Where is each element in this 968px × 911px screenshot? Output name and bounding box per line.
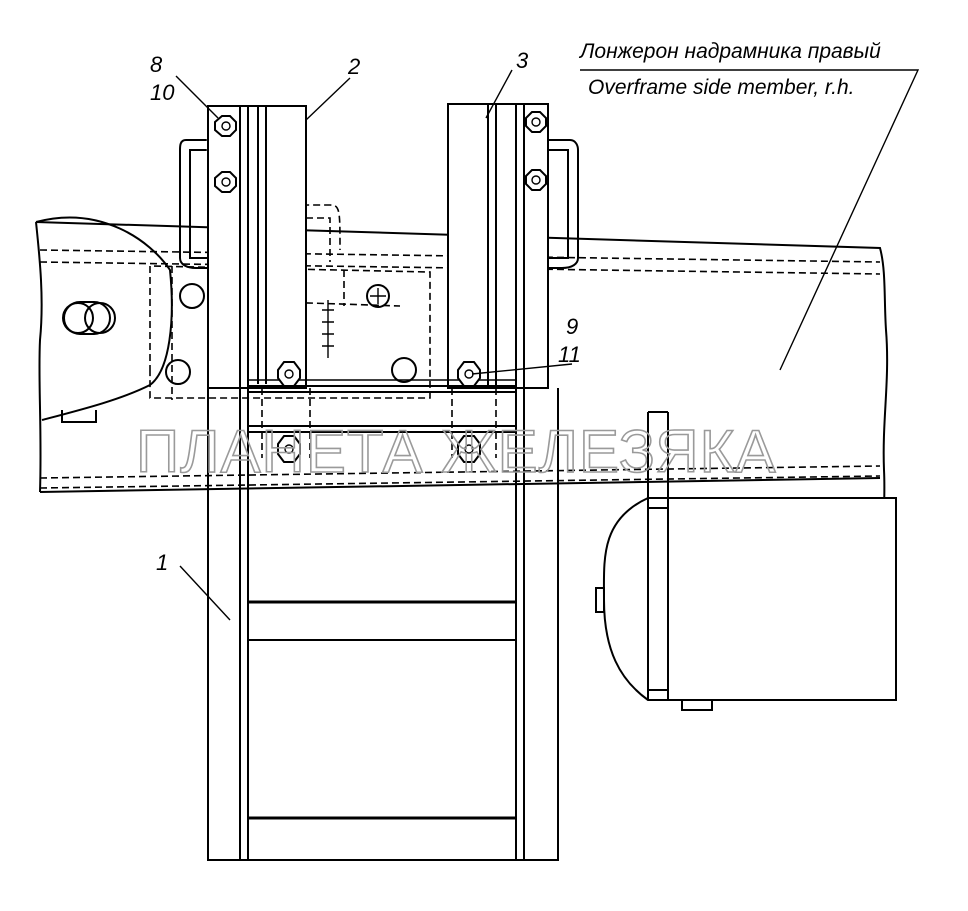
nut-low-right <box>457 435 481 463</box>
nut-top-right-1 <box>525 111 547 133</box>
left-bracket <box>35 216 173 423</box>
callout-3: 3 <box>516 48 529 73</box>
ladder <box>207 388 559 861</box>
bracket-3 <box>447 103 549 860</box>
callout-11: 11 <box>558 342 581 367</box>
caption-ru: Лонжерон надрамника правый <box>578 40 881 63</box>
nut-top-left-1 <box>214 115 237 137</box>
callout-8: 8 <box>150 52 163 77</box>
callout-2: 2 <box>347 54 360 79</box>
callout-1: 1 <box>156 550 168 575</box>
callout-10: 10 <box>150 80 175 105</box>
caption-en: Overframe side member, r.h. <box>588 76 854 99</box>
nut-mid-left <box>277 361 301 387</box>
tank <box>595 411 897 711</box>
callout-9: 9 <box>566 314 578 339</box>
nut-top-left-2 <box>214 171 237 193</box>
nut-low-left <box>277 435 301 463</box>
leader-lines <box>175 69 920 621</box>
nut-mid-right <box>457 361 481 387</box>
watermark: ПЛАНЕТА ЖЕЛЕЗЯКА <box>136 418 777 485</box>
nuts <box>214 111 547 463</box>
nut-top-right-2 <box>525 169 547 191</box>
